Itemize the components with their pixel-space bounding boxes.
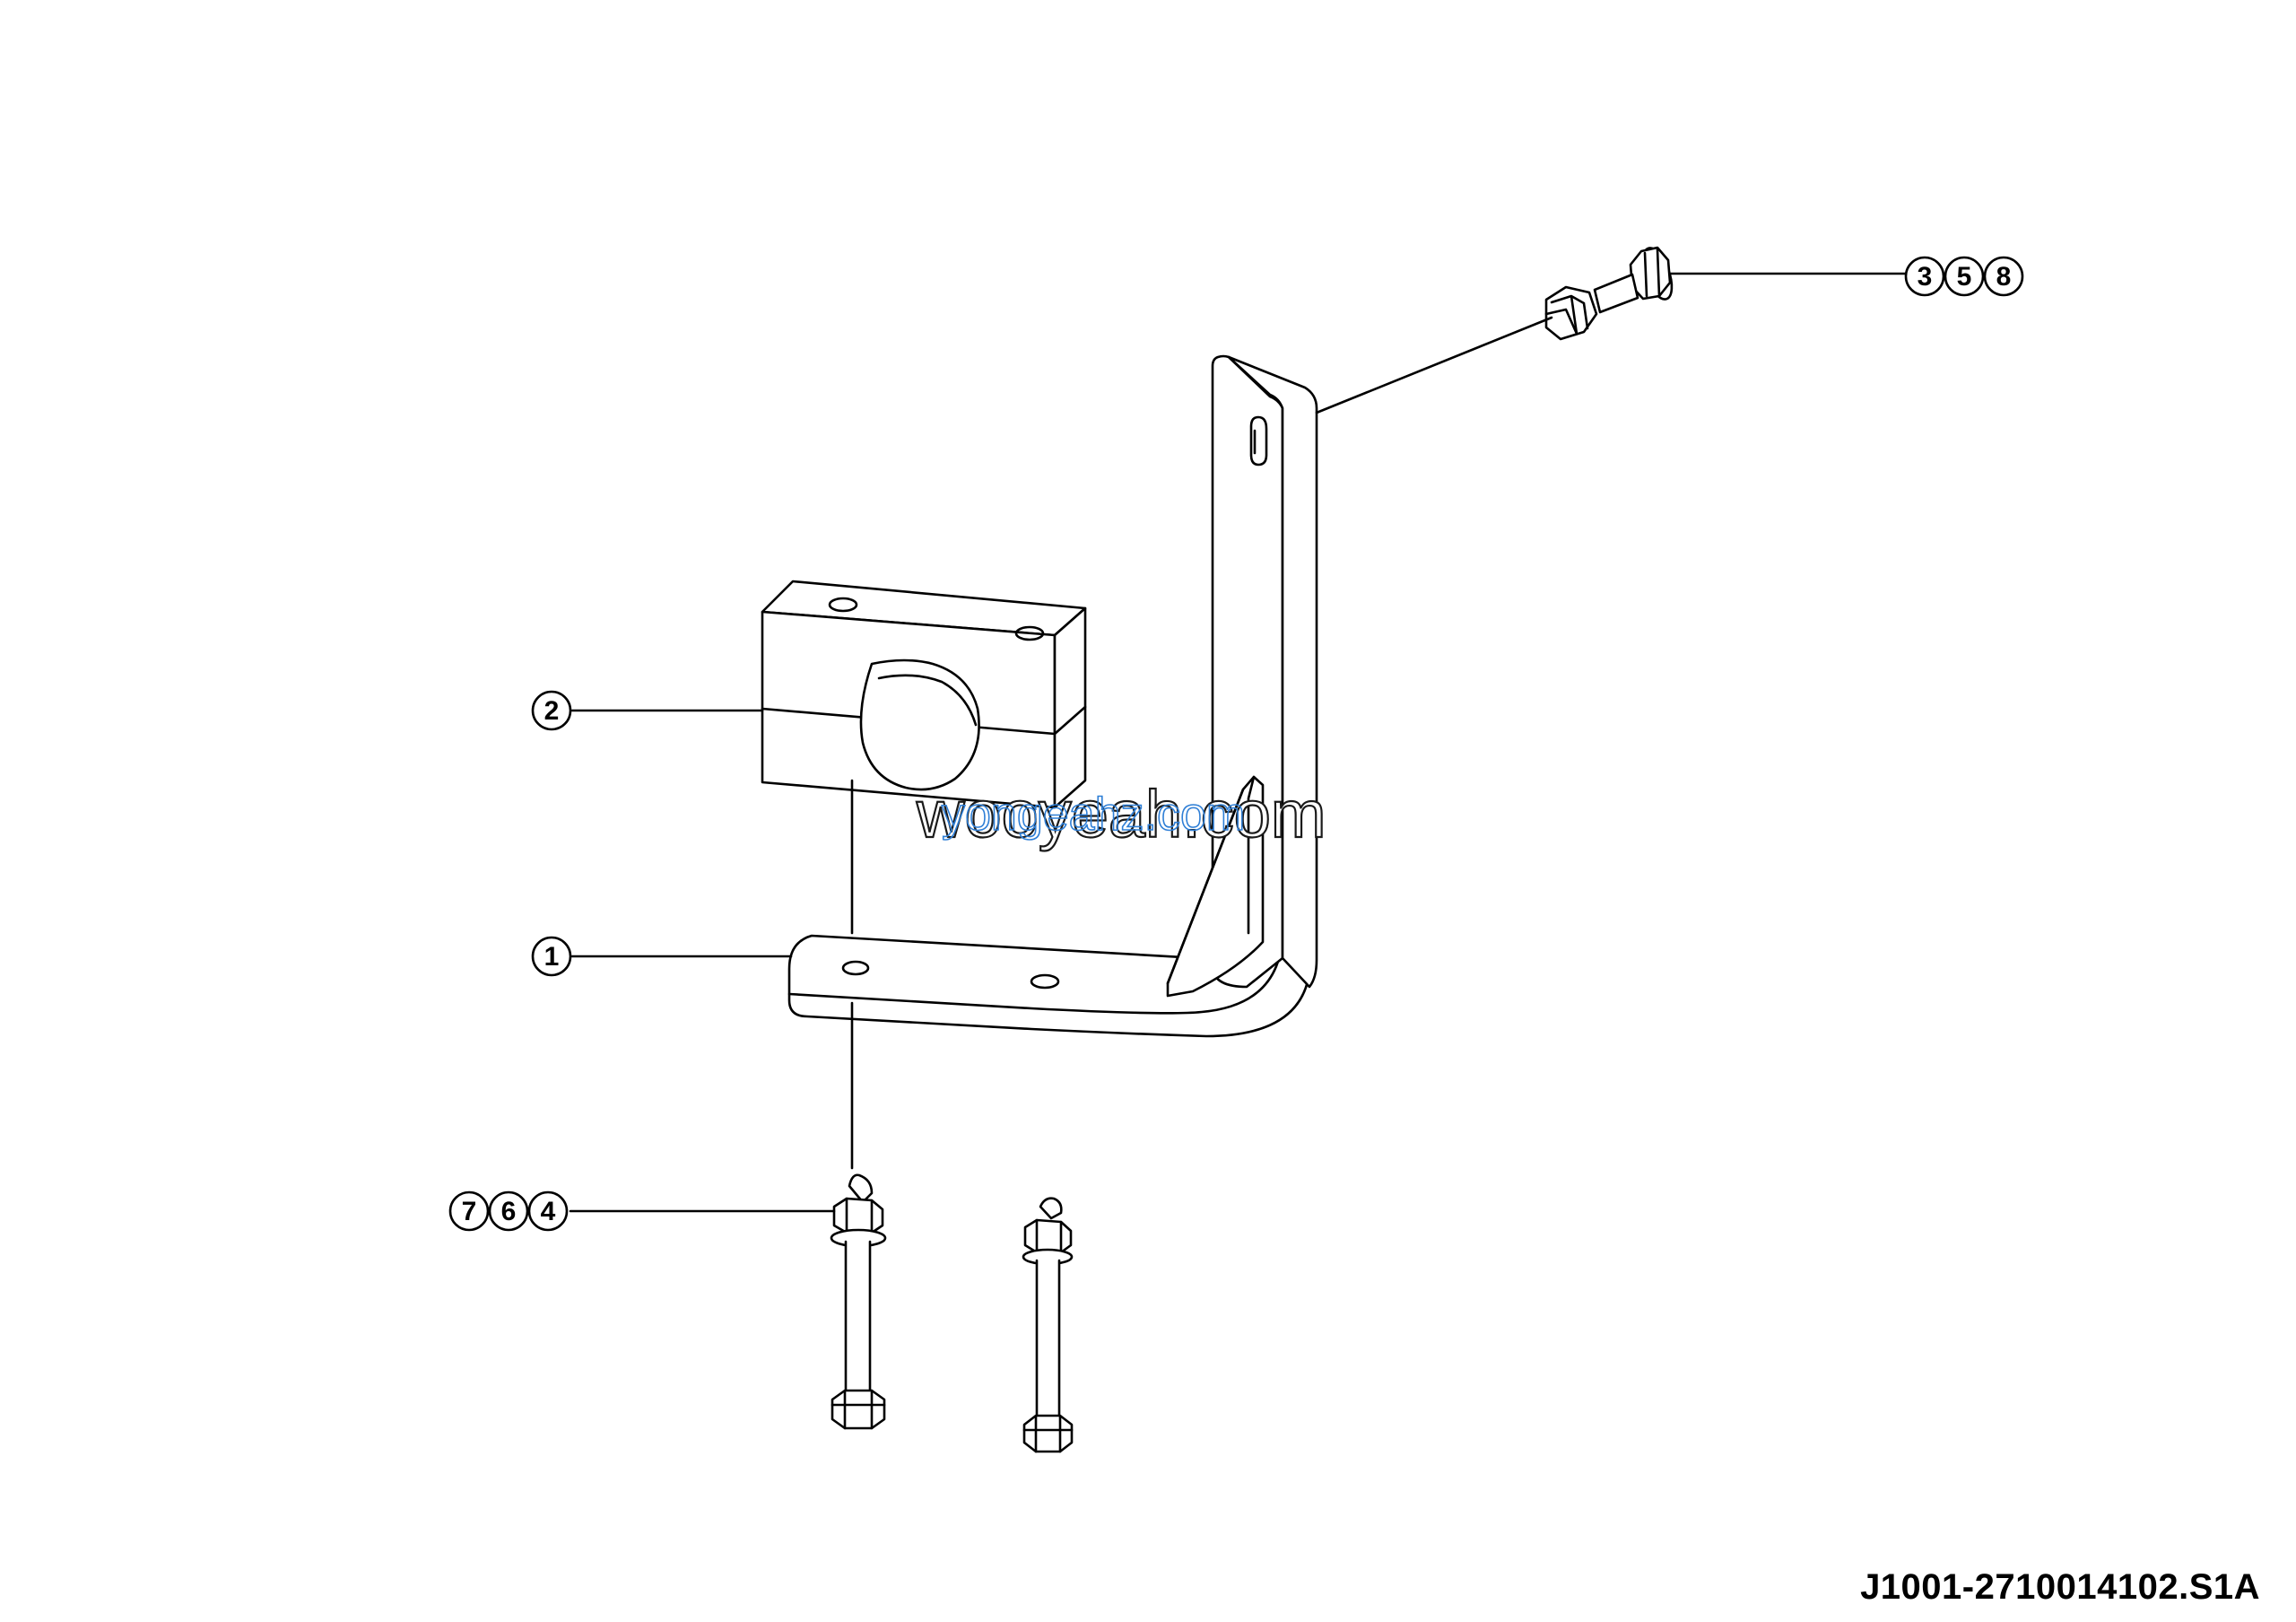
hex-bolt-with-washer-icon	[1544, 246, 1674, 341]
callout-1: 1	[531, 936, 572, 977]
leader-lines	[569, 272, 1907, 1213]
callout-label-2: 2	[544, 696, 560, 726]
hex-bolt-nut-assembly-icon	[830, 1173, 1074, 1453]
callout-7-6-4: 7 6 4	[448, 1190, 569, 1232]
callout-label-6: 6	[501, 1197, 517, 1226]
watermark: wooyeah.com yongeahz.com	[915, 776, 1327, 852]
pipe-clamp-block-icon	[761, 580, 1087, 809]
callout-2: 2	[531, 690, 572, 731]
callout-label-8: 8	[1996, 262, 2012, 292]
callout-label-3: 3	[1918, 262, 1933, 292]
watermark-text-back: wooyeah.com	[916, 777, 1326, 851]
mounting-bracket-icon	[787, 354, 1318, 1038]
callout-label-5: 5	[1957, 262, 1972, 292]
callout-label-1: 1	[544, 942, 560, 972]
callout-label-4: 4	[541, 1197, 556, 1226]
watermark-text-front: yongeahz.com	[942, 789, 1245, 841]
drawing-code: J1001-2710014102.S1A	[1860, 1567, 2260, 1607]
callout-label-7: 7	[462, 1197, 477, 1226]
callout-3-5-8: 3 5 8	[1904, 256, 2024, 297]
